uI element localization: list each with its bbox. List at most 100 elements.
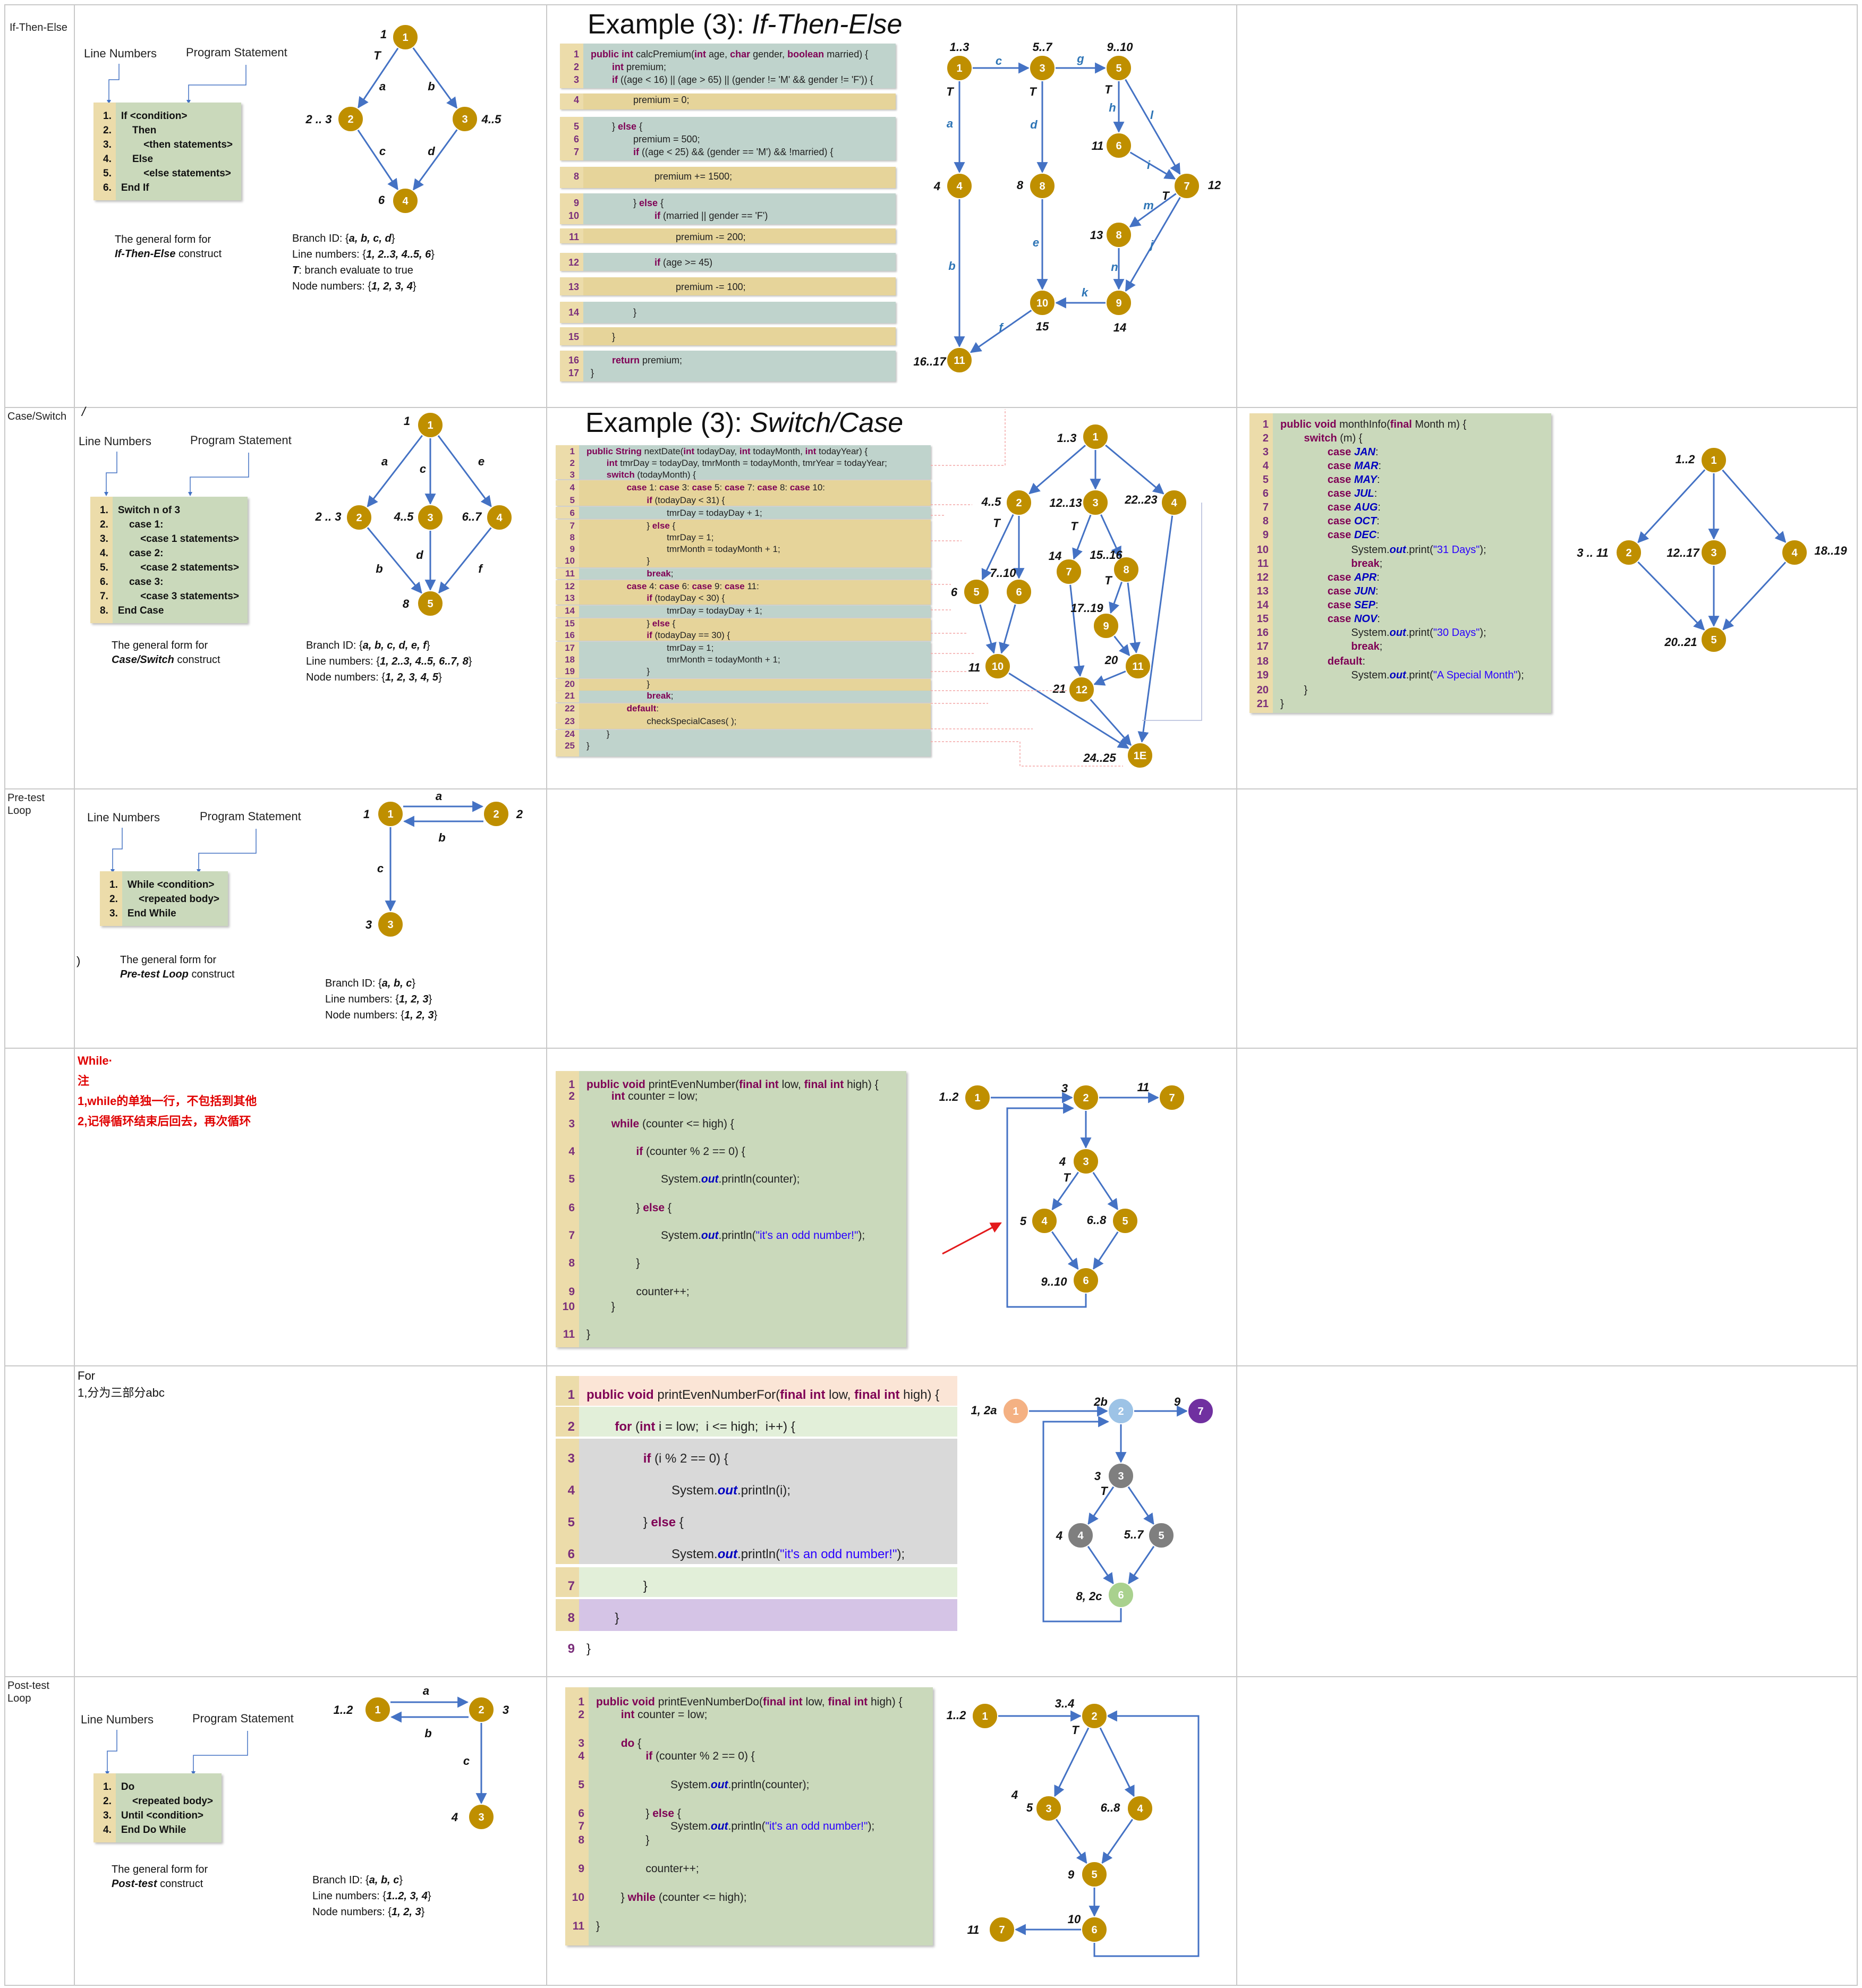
graph-node (1616, 539, 1642, 566)
graph-label: 1..3 (1057, 431, 1077, 445)
graph-label: 8 (403, 597, 410, 610)
code-line-text: public String nextDate(int todayDay, int… (586, 446, 868, 456)
graph-label: 4 (933, 180, 940, 193)
graph-edge (1069, 584, 1085, 677)
graph-node-label: 1 (982, 1711, 988, 1722)
code-line-number: 10 (572, 1891, 584, 1904)
graph-label: b (438, 831, 445, 844)
code-line-number: 4 (568, 1145, 575, 1158)
code-line-text: tmrDay = todayDay + 1; (586, 508, 762, 518)
grid-col-2 (546, 4, 547, 1986)
code-line-text: case APR: (1327, 572, 1380, 583)
code-line-number: 11 (563, 1328, 575, 1340)
graph-node (1106, 132, 1132, 159)
graph-node (1081, 1703, 1108, 1729)
code-line-text: case JUN: (1327, 585, 1379, 597)
graph-node (1781, 539, 1808, 566)
program-statement-header: Program Statement (200, 810, 301, 823)
code-line-number: 3 (578, 1737, 584, 1749)
graph-node (1006, 489, 1032, 516)
graph-node (1082, 423, 1109, 450)
graph-label: d (428, 145, 435, 158)
example-title-ite: Example (3): If-Then-Else (588, 9, 902, 40)
graph-node (1029, 55, 1056, 81)
pretest-branch-info: Branch ID: {a, b, c} Line numbers: {1, 2… (325, 978, 438, 1021)
code-gutter (560, 117, 583, 160)
graph-node (1106, 290, 1132, 316)
code-line-text: case 1: case 3: case 5: case 7: case 8: … (626, 482, 826, 492)
code-line-number: 17 (568, 368, 579, 378)
form-line-number: 2. (109, 894, 118, 905)
example-title-construct: If-Then-Else (752, 9, 903, 40)
graph-node (1701, 539, 1727, 566)
graph-label: 6..8 (1101, 1801, 1120, 1814)
graph-label: 4 (451, 1811, 458, 1824)
graph-node-label: 3 (1083, 1156, 1089, 1168)
code-line-number: 9 (1262, 529, 1269, 541)
graph-node-label: 9 (1116, 298, 1121, 309)
graph-node (1093, 613, 1119, 639)
code-line-number: 9 (569, 544, 575, 554)
code-band (556, 642, 931, 678)
code-gutter (556, 1376, 579, 1406)
node-values: 1, 2, 3, 4, 5 (385, 672, 439, 683)
code-line-number: 5 (568, 1173, 575, 1185)
graph-edge (981, 514, 1015, 581)
code-line-text: if (i % 2 == 0) { (643, 1451, 728, 1466)
posttest-form-caption: The general form for Post-test construct (112, 1863, 208, 1891)
graph-node-label: 10 (992, 661, 1004, 673)
line-numbers-header: Line Numbers (87, 811, 160, 824)
caption-suffix: construct (188, 968, 235, 980)
node-label: Node numbers: { (312, 1906, 392, 1918)
graph-node (1112, 1208, 1138, 1234)
code-line-text: } (596, 1834, 650, 1846)
graph-node-label: 1 (387, 809, 393, 820)
code-line-number: 10 (565, 556, 575, 566)
graph-node-label: 3 (1092, 497, 1098, 509)
code-gutter (560, 277, 583, 295)
graph-node-label: 1 (956, 63, 962, 74)
code-line-number: 6 (578, 1807, 584, 1820)
graph-node (984, 653, 1011, 679)
code-line-text: } (586, 556, 650, 566)
graph-label: T (1072, 1723, 1079, 1737)
graph-node-label: 5 (1116, 63, 1121, 74)
code-line-text: System.out.println(counter); (596, 1779, 810, 1791)
code-line-number: 16 (568, 355, 579, 366)
code-gutter (560, 94, 583, 109)
if-form-caption: The general form for If-Then-Else constr… (115, 233, 222, 261)
code-line-text: } (1280, 698, 1284, 710)
grid-col-0 (4, 4, 5, 1986)
code-line-number: 14 (565, 606, 575, 616)
graph-label: 3 (503, 1703, 509, 1717)
graph-edge (1093, 670, 1127, 686)
graph-edge (979, 604, 997, 655)
code-band (556, 480, 931, 506)
graph-node (963, 579, 990, 605)
code-line-number: 15 (1256, 613, 1269, 625)
stray-mark: ) (76, 954, 81, 967)
graph-edge (1089, 698, 1132, 746)
code-line-number: 18 (565, 655, 575, 665)
form-line-numbers: 1.2.3. (100, 871, 122, 926)
code-line-number: 6 (568, 1202, 575, 1214)
graph-label: 1..3 (950, 40, 970, 54)
graph-edge (367, 435, 423, 508)
code-line-text: break; (647, 691, 674, 701)
code-line-number: 7 (568, 1229, 575, 1242)
code-line-text: } (596, 1920, 600, 1932)
graph-label: 9..10 (1041, 1275, 1068, 1288)
node-values: 1, 2, 3, 4 (371, 281, 413, 292)
code-line-text: do { (620, 1737, 642, 1749)
code-line-text: } else { (586, 1202, 671, 1214)
form-line-number: 8. (100, 605, 108, 616)
graph-edge (1722, 561, 1787, 631)
graph-label: 5 (1020, 1214, 1027, 1228)
graph-label: h (1109, 101, 1116, 114)
caption-line-1: The general form for (112, 1864, 208, 1875)
code-line-text: } else { (591, 121, 643, 132)
grid-row-2 (4, 788, 1858, 789)
graph-label: 4..5 (481, 113, 501, 126)
